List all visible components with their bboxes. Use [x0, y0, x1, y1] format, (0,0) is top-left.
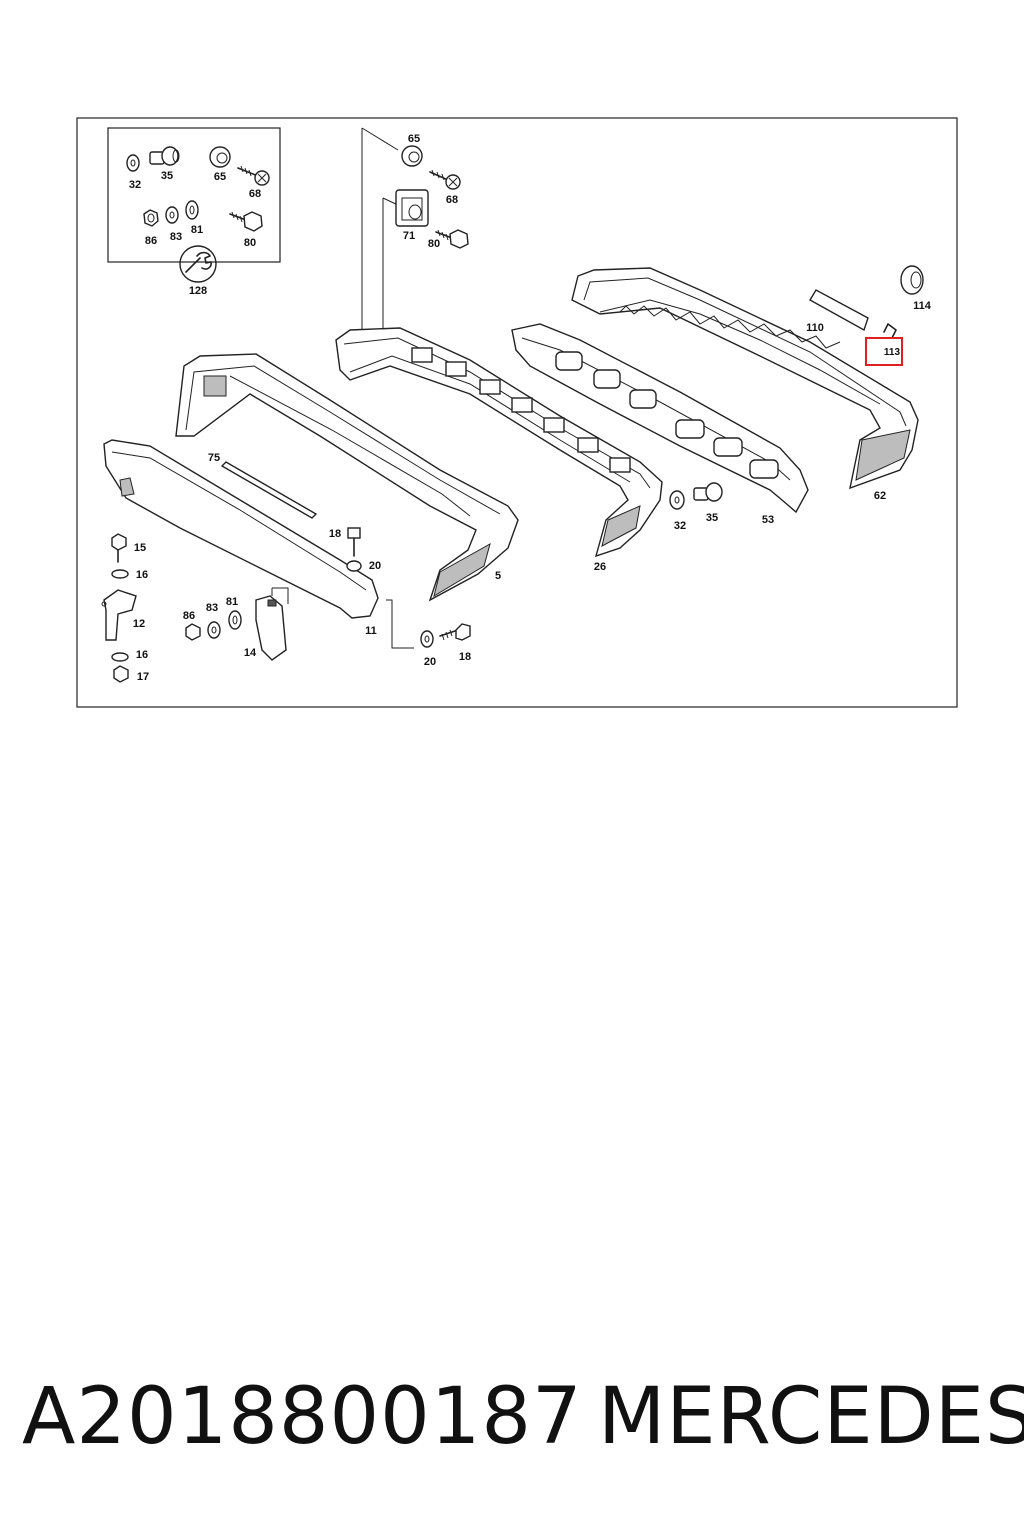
label-35: 35: [706, 512, 718, 524]
label-inset-86: 86: [145, 235, 157, 247]
label-18-upper: 18: [329, 528, 341, 540]
lower-bolt-group: 20 18: [420, 623, 471, 668]
label-20-upper: 20: [369, 560, 381, 572]
label-inset-128: 128: [189, 285, 207, 297]
parts-diagram: 32 35 65 68 86 83 81 80 128 65 68 71 80 …: [76, 117, 958, 708]
label-86: 86: [183, 610, 195, 622]
label-15: 15: [134, 542, 146, 554]
label-12: 12: [133, 618, 145, 630]
clip-icon: [149, 146, 180, 166]
bolt-icon: [229, 211, 263, 232]
highlight-box-113: [865, 337, 903, 366]
part-number: A2018800187: [22, 1372, 583, 1462]
label-inset-68: 68: [249, 188, 261, 200]
label-inset-83: 83: [170, 231, 182, 243]
label-inset-81: 81: [191, 224, 203, 236]
label-110: 110: [806, 322, 824, 334]
label-20-lower: 20: [424, 656, 436, 668]
hardware-inset: 32 35 65 68 86 83 81 80 128: [107, 127, 281, 297]
label-16-lower: 16: [136, 649, 148, 661]
part-62-outer-cover: 62: [571, 267, 919, 502]
mid-bolt-group: 18 20: [329, 527, 381, 572]
label-inset-32: 32: [129, 179, 141, 191]
lower-fasteners: 86 83 81 14: [183, 587, 289, 661]
upper-hardware: 65 68 71 80: [361, 127, 469, 330]
label-68: 68: [446, 194, 458, 206]
part-53-reinforcement: 53: [511, 323, 809, 526]
label-75: 75: [208, 452, 220, 464]
label-32: 32: [674, 520, 686, 532]
part-11-lower-spoiler: 11: [103, 439, 414, 649]
label-83: 83: [206, 602, 218, 614]
label-71: 71: [403, 230, 415, 242]
left-bracket-group: 15 16 12 16 17: [101, 533, 149, 683]
screw-icon: [237, 165, 270, 186]
label-16-upper: 16: [136, 569, 148, 581]
brand-name: MERCEDES: [598, 1372, 1024, 1462]
small-parts-right: 114 110 113: [806, 265, 932, 366]
label-114: 114: [913, 300, 932, 312]
label-62: 62: [874, 490, 886, 502]
label-18-lower: 18: [459, 651, 471, 663]
clip-nut-icon: [209, 146, 231, 168]
label-53: 53: [762, 514, 774, 526]
label-inset-65: 65: [214, 171, 226, 183]
label-14: 14: [244, 647, 257, 659]
wrench-icon: [179, 245, 217, 283]
label-26: 26: [594, 561, 606, 573]
label-5: 5: [495, 570, 501, 582]
part-5-bumper-cover: 5: [175, 353, 519, 602]
label-inset-35: 35: [161, 170, 173, 182]
mid-fasteners: 32 35: [669, 482, 723, 532]
label-inset-80: 80: [244, 237, 256, 249]
caption-bar: A2018800187 MERCEDES: [0, 1362, 1024, 1472]
label-113: 113: [884, 347, 901, 358]
label-11: 11: [365, 625, 377, 637]
label-65: 65: [408, 133, 420, 145]
label-17: 17: [137, 671, 149, 683]
label-81: 81: [226, 596, 238, 608]
part-75-trim-strip: 75: [208, 452, 318, 519]
part-26-bumper-shell: 26: [335, 327, 663, 573]
label-80: 80: [428, 238, 440, 250]
